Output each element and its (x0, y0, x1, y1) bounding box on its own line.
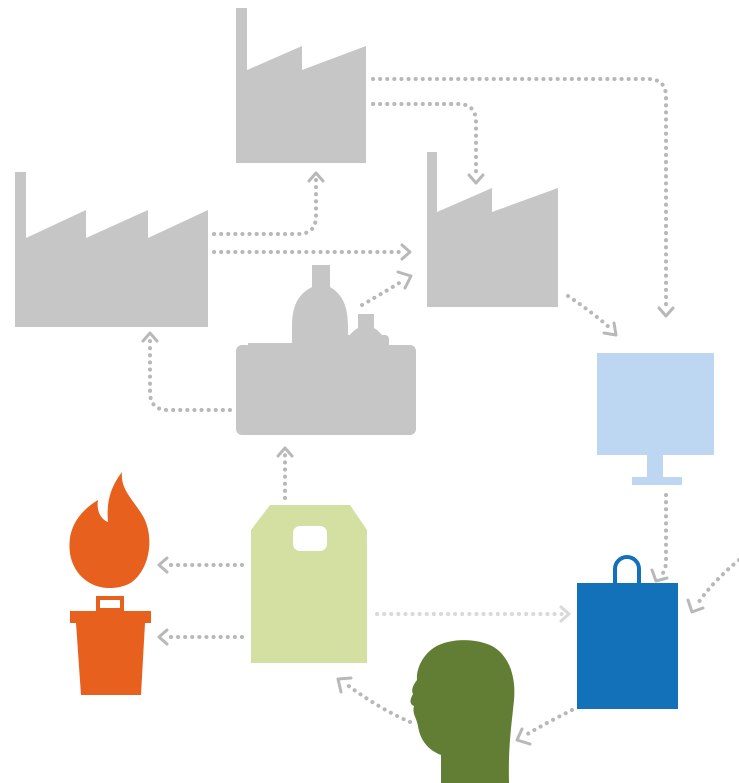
factory-top-icon (236, 8, 366, 163)
arrow-head-icon (515, 727, 532, 746)
arrow-monitor-to-shopping-bag (658, 493, 668, 578)
trash-bin-icon (70, 596, 151, 695)
monitor-icon (597, 353, 714, 485)
arrow-head-icon (141, 331, 159, 343)
arrow-head-icon (157, 628, 169, 646)
arrow-head-icon (276, 446, 294, 458)
arrow-right-factory-to-monitor (566, 294, 612, 330)
arrow-head-icon (307, 171, 325, 183)
arrow-head-icon (686, 598, 705, 614)
flow-arrows (141, 77, 739, 746)
factory-left-icon (15, 172, 208, 327)
arrow-top-to-monitor (371, 77, 668, 312)
arrow-top-to-right-factory (371, 102, 478, 178)
arrow-head-icon (467, 173, 485, 185)
arrow-head-icon (559, 605, 571, 623)
arrow-head-icon (396, 270, 413, 290)
factory-icon (15, 172, 208, 327)
plastic-bag-icon (251, 505, 367, 663)
arrow-head-icon (400, 243, 412, 261)
arrow-head-icon (157, 556, 169, 574)
arrow-bottles-to-left-factory (148, 338, 232, 412)
factory-right-icon (427, 152, 558, 307)
arrow-bottles-to-right-factory (360, 278, 406, 307)
arrow-person-to-plastic-bag (344, 682, 412, 724)
bottles-icon (236, 265, 416, 435)
factory-icon (427, 152, 558, 307)
arrow-external-to-shopping-bag (694, 558, 739, 608)
arrow-head-icon (650, 568, 669, 583)
arrow-head-icon (657, 306, 675, 318)
shopping-bag-icon (577, 555, 678, 709)
person-head-icon (410, 640, 515, 783)
arrow-shopping-bag-to-person (522, 708, 574, 738)
flame-icon (69, 472, 150, 588)
arrow-head-icon (602, 321, 618, 337)
arrow-left-to-top-factory (212, 178, 318, 236)
factory-icon (236, 8, 366, 163)
arrow-head-icon (336, 676, 353, 694)
